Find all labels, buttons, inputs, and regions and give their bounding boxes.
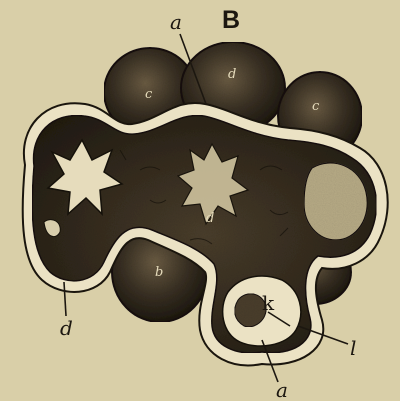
label-d-left: d — [60, 318, 73, 338]
label-a-top: a — [170, 12, 182, 32]
label-k: k — [262, 293, 274, 313]
label-l: l — [350, 338, 356, 358]
label-c-lobe-left: c — [145, 88, 152, 101]
label-a-bottom: a — [276, 380, 288, 400]
cavity-right-pale — [304, 163, 367, 240]
figure-letter: B — [222, 8, 240, 33]
label-b-lobe-bottom: b — [155, 266, 163, 279]
label-d-inner: d — [206, 212, 214, 225]
label-c-lobe-right: c — [312, 100, 319, 113]
label-d-lobe-top: d — [228, 68, 236, 81]
